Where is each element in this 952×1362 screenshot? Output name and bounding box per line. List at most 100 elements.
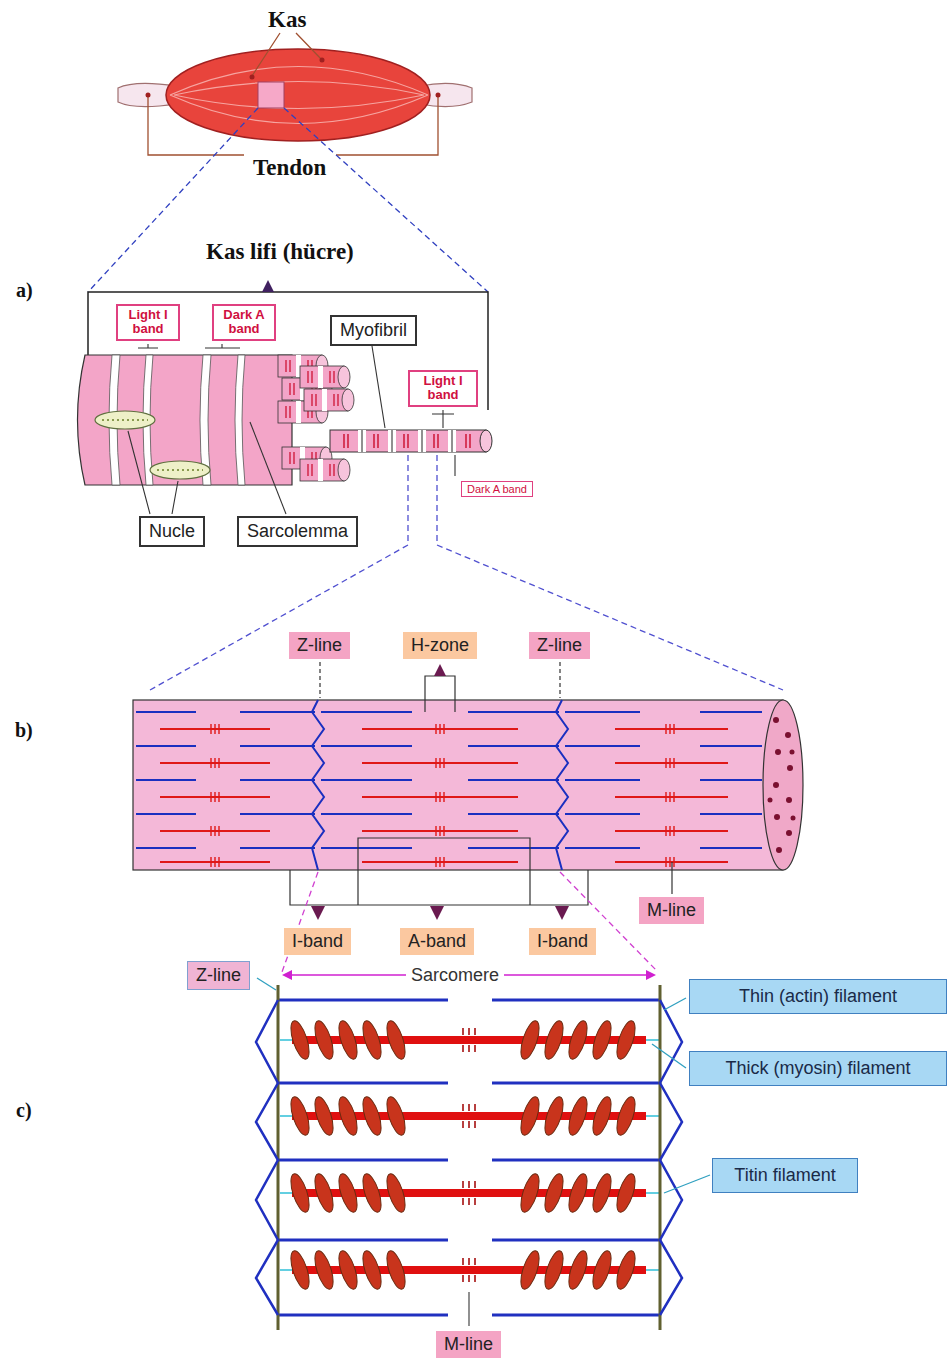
box-text: H-zone bbox=[411, 635, 469, 656]
box-text: Nucle bbox=[149, 521, 195, 542]
leader-lines bbox=[128, 431, 178, 514]
whole-muscle bbox=[118, 49, 472, 141]
myofibril-section bbox=[136, 712, 762, 713]
whole-muscle bbox=[166, 49, 430, 141]
part-label: Kas lifi (hücre) bbox=[206, 239, 354, 265]
myofibril-section bbox=[160, 826, 728, 836]
leader-lines bbox=[138, 344, 158, 348]
myofibril-section bbox=[136, 780, 762, 781]
label-box: Nucle bbox=[139, 516, 205, 547]
zoom-lines bbox=[150, 455, 783, 690]
box-text: M-line bbox=[444, 1334, 493, 1355]
leader-lines bbox=[671, 862, 672, 894]
leader-lines bbox=[252, 33, 322, 76]
leader-lines bbox=[372, 346, 385, 428]
panel-letter: a) bbox=[16, 279, 33, 302]
leader-lines bbox=[454, 455, 455, 476]
label-box: Thick (myosin) filament bbox=[689, 1051, 947, 1086]
sarcomere bbox=[256, 1000, 278, 1315]
label-box: A-band bbox=[400, 928, 474, 955]
leader-lines bbox=[148, 33, 438, 155]
sarcomere bbox=[278, 1240, 660, 1241]
label-box: Z-line bbox=[187, 961, 250, 990]
bracket-marker bbox=[434, 664, 446, 676]
leader-dots bbox=[250, 75, 255, 80]
myofibril-section bbox=[160, 758, 728, 768]
label-box: M-line bbox=[639, 897, 704, 924]
myofibril-section bbox=[776, 847, 782, 853]
muscle-fiber bbox=[95, 411, 155, 429]
leader-lines bbox=[664, 1175, 710, 1193]
myofibril-section bbox=[763, 700, 803, 870]
myofibril-section bbox=[160, 857, 728, 867]
myofibril-section bbox=[136, 746, 762, 747]
label-box: I-band bbox=[284, 928, 351, 955]
box-text: I-band bbox=[537, 931, 588, 952]
whole-muscle bbox=[258, 82, 284, 108]
leader-lines bbox=[128, 344, 455, 514]
leader-lines bbox=[290, 870, 588, 905]
box-text: Titin filament bbox=[721, 1165, 849, 1186]
label-box: I-band bbox=[529, 928, 596, 955]
label-box: Light I band bbox=[116, 304, 180, 341]
leader-lines bbox=[425, 676, 455, 712]
whole-muscle bbox=[170, 67, 428, 124]
sarcomere-arrow bbox=[282, 970, 292, 980]
bracket-marker bbox=[311, 906, 325, 920]
label-box: H-zone bbox=[403, 632, 477, 659]
myofibril-section bbox=[133, 700, 783, 870]
muscle-fiber bbox=[78, 355, 293, 485]
leader-lines bbox=[148, 95, 438, 155]
leader-lines bbox=[250, 422, 286, 514]
leader-lines bbox=[320, 662, 560, 698]
leader-lines bbox=[358, 838, 530, 905]
myofibril-section bbox=[773, 717, 779, 723]
sarcomere bbox=[280, 1249, 660, 1291]
myofibril-section bbox=[773, 782, 779, 788]
zoom-lines bbox=[282, 872, 658, 972]
part-label: Kas bbox=[268, 7, 306, 33]
myofibril-section bbox=[786, 797, 792, 803]
myofibril bbox=[330, 430, 492, 452]
label-box: Z-line bbox=[529, 632, 590, 659]
panel-letter: c) bbox=[16, 1099, 32, 1122]
label-box: Myofibril bbox=[330, 315, 417, 346]
zoom-lines bbox=[88, 108, 488, 292]
box-text: Dark A band bbox=[467, 483, 527, 495]
zoom-lines bbox=[88, 108, 488, 292]
box-text: Light I band bbox=[122, 308, 174, 337]
bracket-marker bbox=[311, 664, 569, 920]
label-box: Light I band bbox=[408, 370, 478, 407]
sarcomere bbox=[256, 985, 682, 1330]
myofibril-section bbox=[787, 765, 793, 771]
panel-letter: b) bbox=[15, 719, 33, 742]
box-text: Z-line bbox=[297, 635, 342, 656]
zoom-lines bbox=[150, 455, 783, 690]
box-text: Z-line bbox=[537, 635, 582, 656]
leader-lines bbox=[257, 978, 710, 1326]
sarcomere bbox=[660, 1000, 682, 1315]
myofibril bbox=[480, 430, 492, 452]
zoom-lines bbox=[282, 872, 658, 972]
label-box: Dark A band bbox=[212, 304, 276, 341]
box-text: Sarcolemma bbox=[247, 521, 348, 542]
box-text: Dark A band bbox=[218, 308, 270, 337]
box-text: A-band bbox=[408, 931, 466, 952]
box-text: Myofibril bbox=[340, 320, 407, 341]
sarcomere-arrow bbox=[646, 970, 656, 980]
sarcomere bbox=[280, 1095, 660, 1137]
leader-lines bbox=[257, 978, 276, 990]
bracket-marker bbox=[430, 906, 444, 920]
sarcomere bbox=[280, 1172, 660, 1214]
myofibril-section bbox=[133, 700, 803, 870]
muscle-fiber bbox=[157, 469, 203, 471]
myofibril-section bbox=[790, 750, 795, 755]
label-box: Z-line bbox=[289, 632, 350, 659]
leader-lines bbox=[290, 662, 672, 905]
leader-dots bbox=[436, 93, 441, 98]
leader-lines bbox=[664, 998, 686, 1010]
leader-dots bbox=[320, 58, 325, 63]
myofibril bbox=[330, 430, 486, 452]
muscle-fiber bbox=[102, 419, 148, 421]
